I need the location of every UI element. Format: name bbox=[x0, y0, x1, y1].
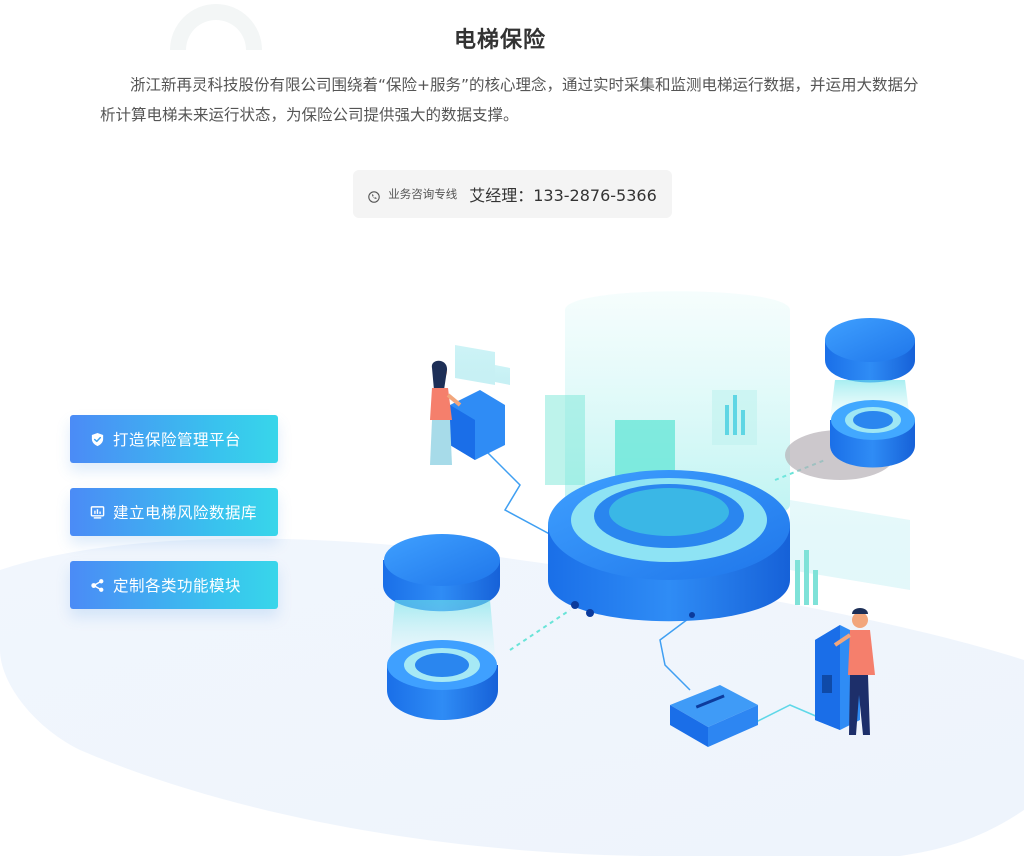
page-title: 电梯保险 bbox=[453, 28, 546, 53]
feature-label: 定制各类功能模块 bbox=[113, 577, 242, 595]
contact-box: 业务咨询专线 艾经理：133-2876-5366 bbox=[353, 170, 672, 218]
phone-icon bbox=[368, 188, 380, 203]
contact-label: 业务咨询专线 bbox=[388, 187, 458, 201]
contact-value[interactable]: 艾经理：133-2876-5366 bbox=[469, 186, 657, 205]
feature-label: 打造保险管理平台 bbox=[113, 431, 242, 449]
shield-check-icon bbox=[90, 432, 105, 447]
decorative-arc bbox=[170, 4, 262, 50]
feature-button-database[interactable]: 建立电梯风险数据库 bbox=[70, 488, 278, 536]
intro-paragraph: 浙江新再灵科技股份有限公司围绕着“保险+服务”的核心理念，通过实时采集和监测电梯… bbox=[100, 76, 919, 124]
feature-button-platform[interactable]: 打造保险管理平台 bbox=[70, 415, 278, 463]
feature-label: 建立电梯风险数据库 bbox=[113, 504, 258, 522]
feature-button-modules[interactable]: 定制各类功能模块 bbox=[70, 561, 278, 609]
share-nodes-icon bbox=[90, 578, 105, 593]
background-blob bbox=[0, 538, 1024, 856]
monitor-chart-icon bbox=[90, 505, 105, 520]
data-center-illustration bbox=[383, 291, 915, 747]
